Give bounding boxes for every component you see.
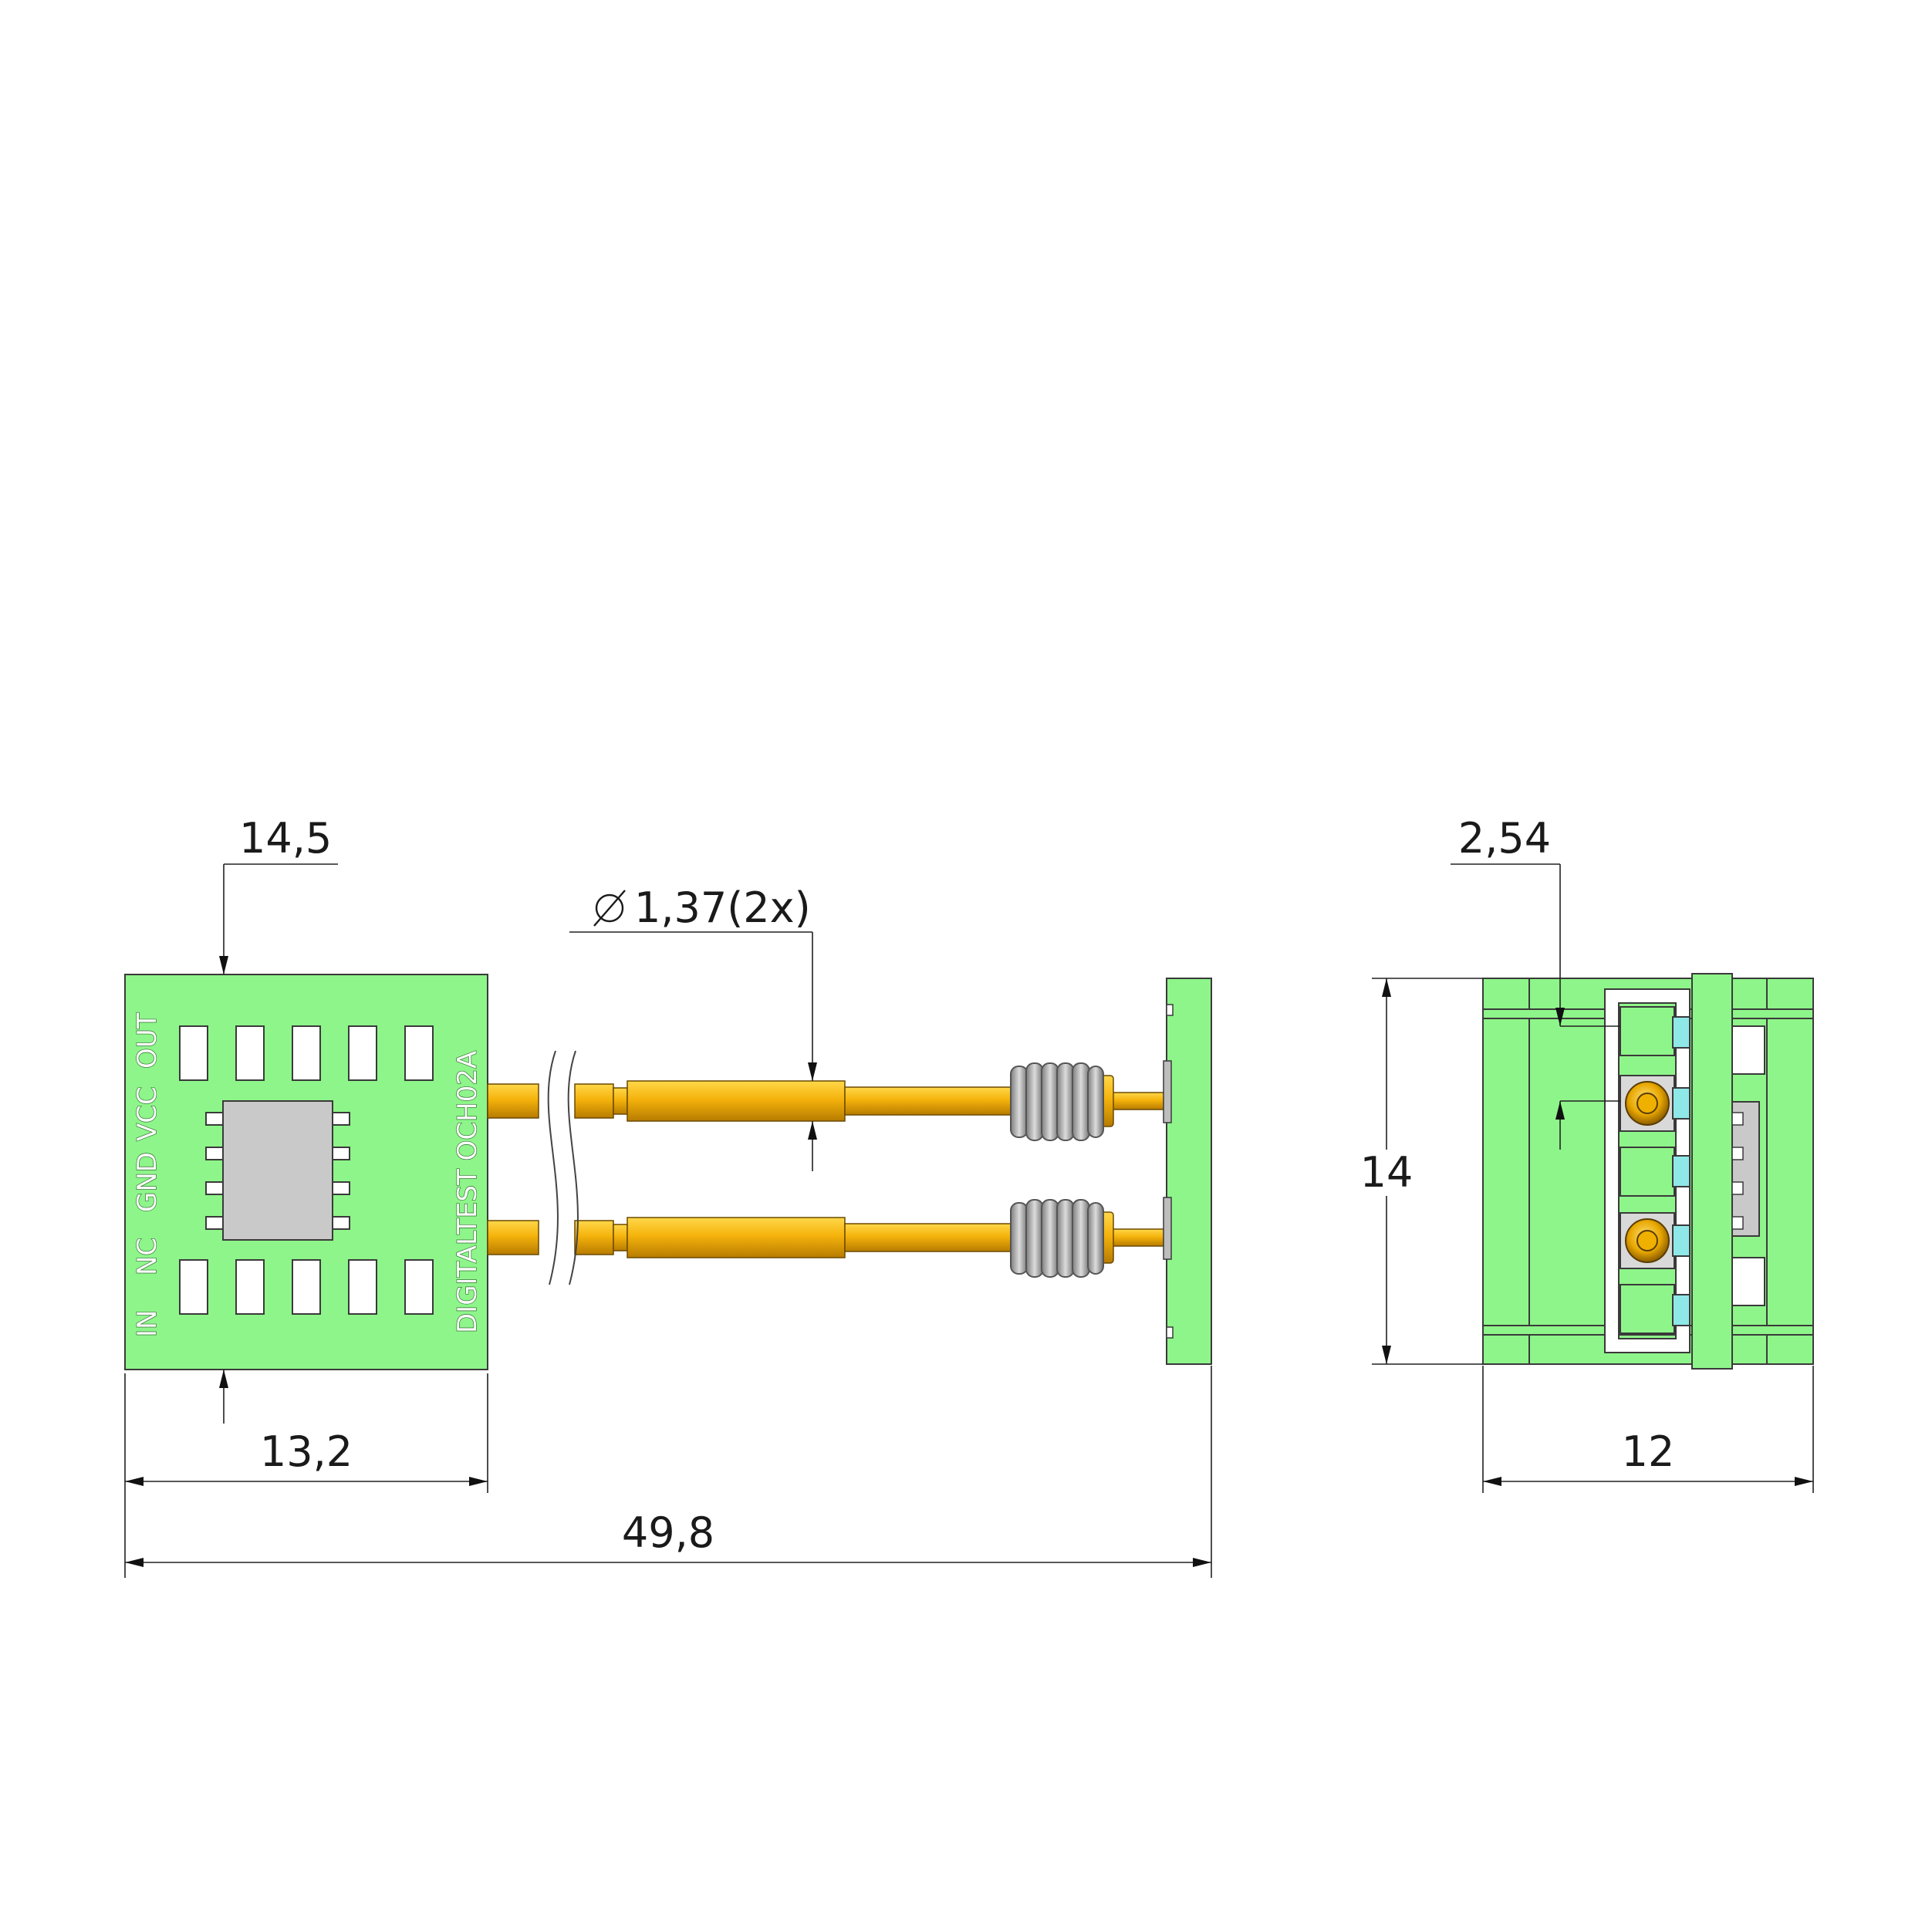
side-view: IN NC GND VCC OUT DIGITALTEST OCH02A xyxy=(124,814,1212,1578)
pad xyxy=(235,1025,265,1081)
pad-row-top xyxy=(179,1025,434,1081)
dim-label-end-width: 12 xyxy=(1622,1427,1675,1476)
dim-label-total-length: 49,8 xyxy=(622,1508,714,1557)
dim-pcb-height: 14,5 xyxy=(219,814,338,1424)
dim-label-end-height: 14 xyxy=(1360,1148,1414,1197)
dim-label-pin-pitch: 2,54 xyxy=(1458,814,1551,863)
soic-chip xyxy=(205,1100,350,1241)
spring-upper xyxy=(1010,1062,1104,1141)
pad xyxy=(179,1025,208,1081)
pad xyxy=(292,1259,321,1315)
diameter-symbol-icon xyxy=(593,890,626,927)
pad-row-bottom xyxy=(179,1259,434,1315)
pin-label-gnd: GND xyxy=(132,1152,163,1212)
center-bar xyxy=(1691,973,1733,1370)
end-view: 2,54 14 12 xyxy=(1360,814,1814,1493)
pin-head-lower xyxy=(1625,1218,1670,1263)
pad xyxy=(404,1025,434,1081)
pin-head-upper xyxy=(1625,1081,1670,1126)
dim-label-pin-diameter: 1,37(2x) xyxy=(634,883,811,932)
dim-label-pcb-height: 14,5 xyxy=(239,814,332,863)
board-label: DIGITALTEST OCH02A xyxy=(452,1051,483,1333)
dim-end-width: 12 xyxy=(1482,1366,1814,1493)
dim-end-height: 14 xyxy=(1360,978,1483,1365)
dim-pin-diameter: 1,37(2x) xyxy=(569,883,817,1171)
spring-lower xyxy=(1010,1199,1104,1278)
dim-label-pcb-width: 13,2 xyxy=(260,1427,353,1476)
dim-pcb-width: 13,2 xyxy=(124,1373,488,1578)
dim-total-length: 49,8 xyxy=(125,1366,1212,1578)
pad xyxy=(235,1259,265,1315)
pad xyxy=(404,1259,434,1315)
pin-label-nc: NC xyxy=(132,1238,163,1275)
end-block xyxy=(1163,978,1212,1365)
dim-pin-pitch: 2,54 xyxy=(1451,814,1620,1150)
pin-label-out: OUT xyxy=(132,1012,163,1069)
pad xyxy=(348,1025,377,1081)
pad xyxy=(292,1025,321,1081)
pad xyxy=(348,1259,377,1315)
pin-label-vcc: VCC xyxy=(132,1086,163,1141)
pad xyxy=(179,1259,208,1315)
pin-labels: IN NC GND VCC OUT DIGITALTEST OCH02A xyxy=(131,1012,483,1338)
pin-label-in: IN xyxy=(132,1310,163,1337)
break-lines xyxy=(542,1049,579,1289)
